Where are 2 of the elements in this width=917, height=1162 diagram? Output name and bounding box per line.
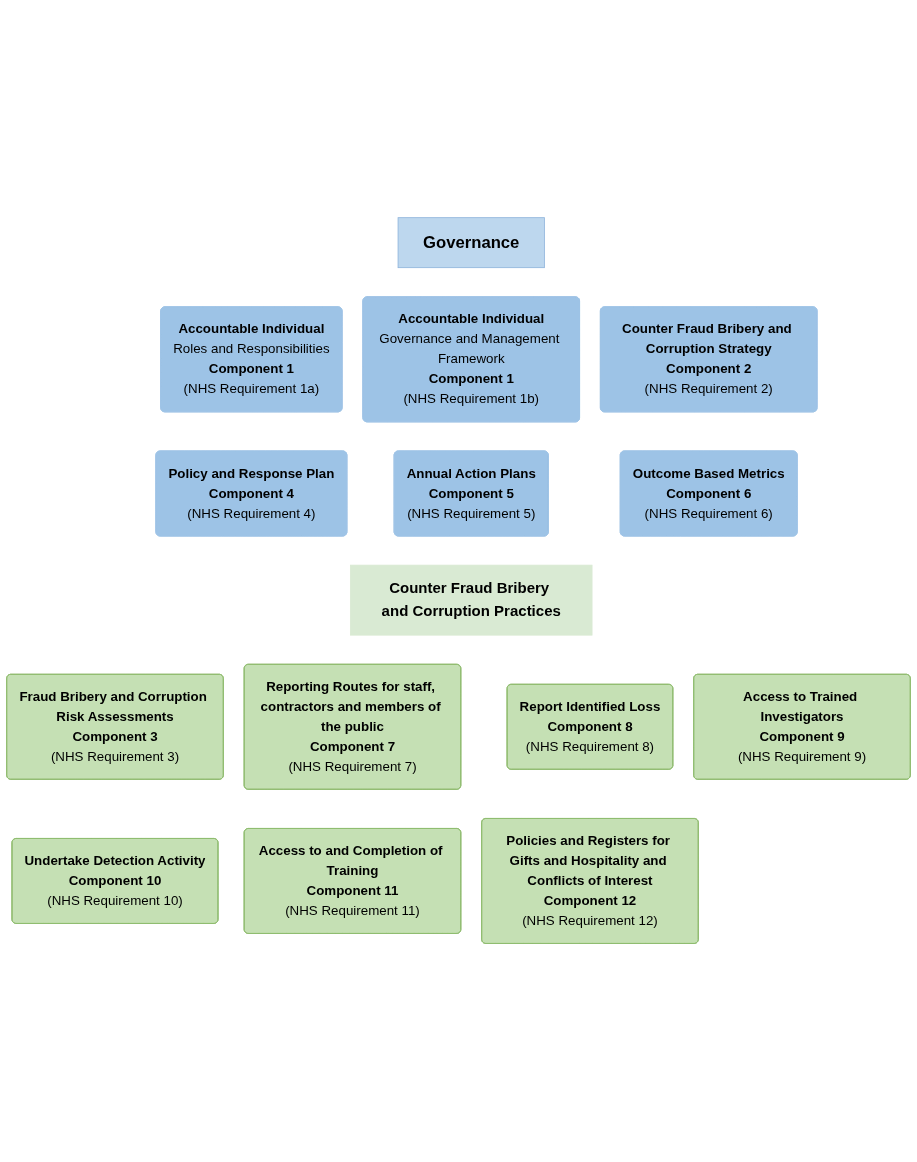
node-box: Governance <box>397 217 545 269</box>
node-box: Counter Fraud Bribery and Corruption Practices <box>350 565 593 636</box>
